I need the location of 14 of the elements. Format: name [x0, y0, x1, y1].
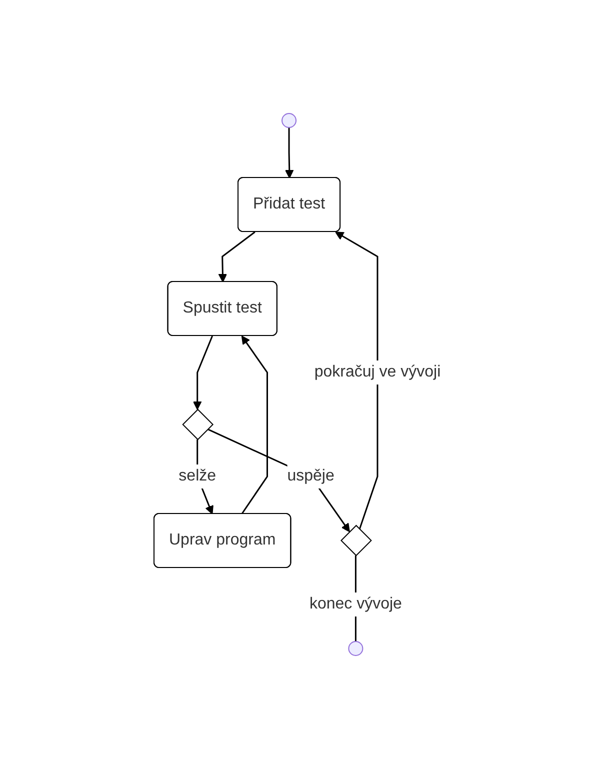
arrow [218, 231, 256, 282]
edge-label: konec vývoje [309, 595, 402, 612]
arrow [192, 336, 213, 410]
node-circle [348, 641, 363, 656]
edge-label: pokračuj ve vývoji [314, 364, 440, 380]
node-diamond [340, 524, 372, 556]
edge-label: uspěje [286, 468, 334, 484]
arrow [207, 428, 350, 532]
edge-label: selže [178, 468, 216, 484]
arrow [334, 232, 378, 530]
node-diamond [182, 408, 214, 440]
arrow [240, 336, 268, 514]
arrow [284, 128, 294, 178]
node-circle [281, 113, 296, 128]
